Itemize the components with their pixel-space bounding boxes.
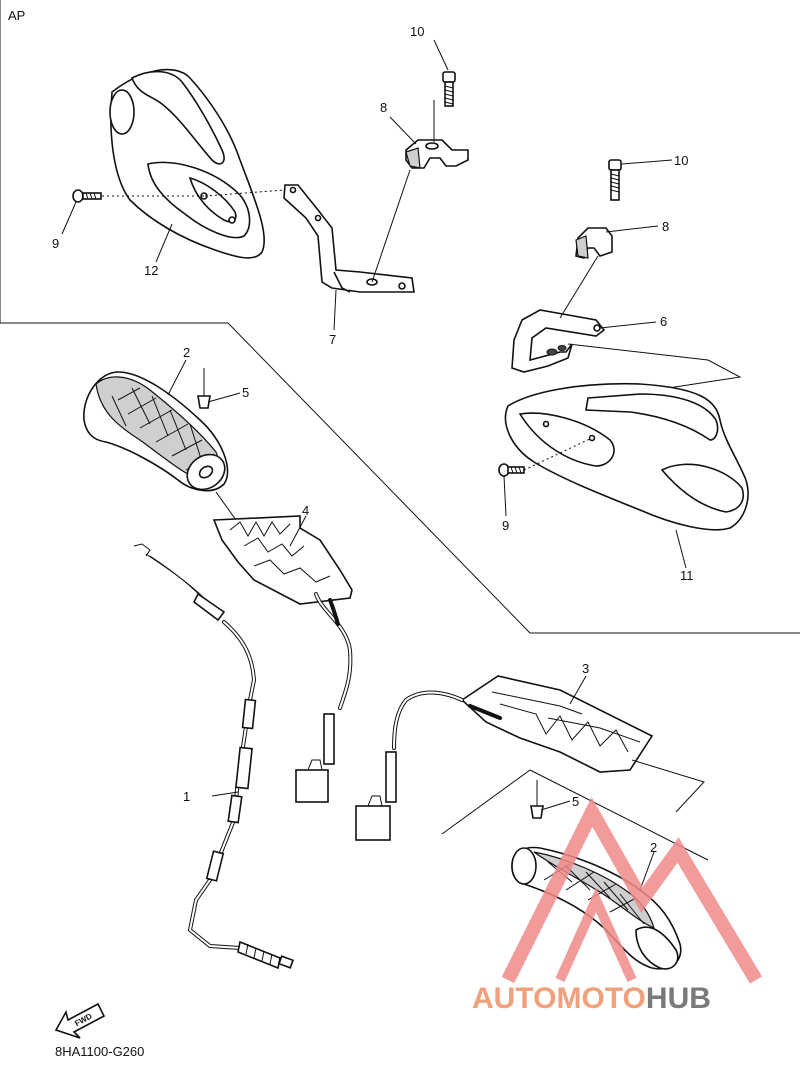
screw-right — [498, 463, 525, 477]
bracket-left — [283, 184, 415, 293]
connector-3 — [355, 751, 397, 841]
hand-guard-right — [504, 382, 749, 531]
watermark-text: AUTOMOTOHUB — [472, 982, 711, 1015]
watermark-part2: MOTO — [556, 982, 645, 1015]
fwd-arrow-icon: FWD — [54, 1002, 106, 1039]
watermark: AUTOMOTOHUB — [472, 797, 763, 1015]
grip-left-upper — [83, 371, 229, 492]
bolt-right — [608, 159, 622, 201]
heater-element-4 — [212, 515, 353, 605]
callout-12: 12 — [144, 263, 158, 278]
callout-10-right: 10 — [674, 153, 688, 168]
callout-7: 7 — [329, 332, 336, 347]
section-label: AP — [8, 8, 25, 23]
watermark-triangle-icon — [501, 797, 763, 984]
section-frame — [0, 0, 800, 634]
callout-4: 4 — [302, 503, 309, 518]
callout-2-lower: 2 — [650, 840, 657, 855]
callout-8-right: 8 — [662, 219, 669, 234]
clamp-right — [575, 227, 613, 259]
callouts: 1 2 2 3 4 5 5 6 7 8 8 9 9 10 10 11 12 — [52, 24, 694, 891]
screw-left — [72, 189, 102, 203]
callout-9-right: 9 — [502, 518, 509, 533]
rivet-lower — [530, 780, 544, 819]
heater-cable — [133, 543, 295, 970]
callout-9-left: 9 — [52, 236, 59, 251]
callout-3: 3 — [582, 661, 589, 676]
heater-element-3 — [460, 675, 654, 773]
bolt-top — [442, 71, 456, 107]
callout-6: 6 — [660, 314, 667, 329]
rivet-upper — [197, 368, 211, 409]
callout-5-upper: 5 — [242, 385, 249, 400]
watermark-part1: AUTO — [472, 982, 556, 1015]
connector-4 — [295, 713, 335, 803]
watermark-part3: HUB — [646, 982, 711, 1015]
callout-5-lower: 5 — [572, 794, 579, 809]
callout-10-top: 10 — [410, 24, 424, 39]
callout-11: 11 — [680, 568, 694, 583]
hand-guard-left — [109, 68, 266, 259]
callout-1: 1 — [183, 789, 190, 804]
callout-2-upper: 2 — [183, 345, 190, 360]
drawing-code: 8HA1100-G260 — [55, 1044, 144, 1059]
bracket-right — [511, 309, 606, 373]
callout-8-top: 8 — [380, 100, 387, 115]
clamp-top — [405, 139, 469, 169]
